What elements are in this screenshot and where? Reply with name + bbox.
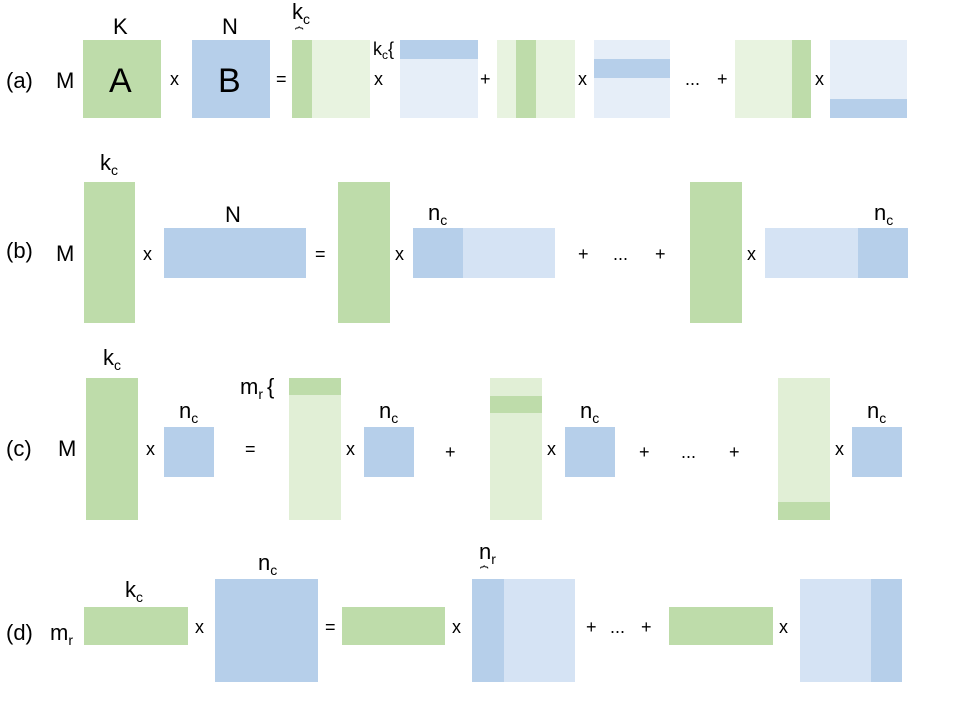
row-label-b: (b) — [6, 238, 33, 263]
times-op: x — [578, 69, 587, 89]
label-n: N — [222, 14, 238, 39]
label-mr: mr{ — [240, 374, 274, 402]
plus-op: + — [639, 442, 650, 462]
plus-op: + — [445, 442, 456, 462]
label-nc: nc — [580, 398, 599, 426]
plus-op: + — [578, 244, 589, 264]
a-micro-panel-last — [669, 607, 773, 645]
label-kc: kc{ — [373, 39, 394, 62]
equals-op: = — [276, 69, 287, 89]
a-block-last — [690, 182, 742, 323]
row-a: (a) M K A x N B = kc ⏞ x kc{ + x ... + x — [6, 0, 907, 118]
a-panel-last — [778, 378, 830, 520]
ellipsis: ... — [613, 244, 628, 264]
label-kc: kc — [125, 577, 143, 605]
a-slice-1 — [289, 378, 341, 395]
a-block-kc — [84, 182, 135, 323]
times-op: x — [547, 439, 556, 459]
times-op: x — [395, 244, 404, 264]
row-d: (d) mr kc x nc = x nr ⏞ + ... + x — [6, 539, 902, 682]
b-panel-2 — [594, 40, 670, 118]
b-slice-last — [858, 228, 908, 278]
label-nc: nc — [867, 398, 886, 426]
a-slice-last — [792, 40, 811, 118]
b-slice-1 — [400, 40, 478, 59]
b-block-1 — [364, 427, 414, 477]
b-panel — [164, 228, 306, 278]
times-op: x — [779, 617, 788, 637]
a-slice-1 — [292, 40, 312, 118]
b-block-2 — [565, 427, 615, 477]
label-nc: nc — [179, 398, 198, 426]
a-micro-panel-1 — [342, 607, 445, 645]
brace-top: ⏞ — [295, 26, 304, 43]
label-nr: nr — [479, 539, 496, 567]
label-mr: mr — [50, 620, 73, 648]
b-block-last — [852, 427, 902, 477]
plus-op: + — [641, 617, 652, 637]
a-slice-2 — [516, 40, 536, 118]
label-kc: kc — [103, 345, 121, 373]
times-op: x — [835, 439, 844, 459]
label-nc: nc — [258, 550, 277, 578]
times-op: x — [195, 617, 204, 637]
matrix-b-label: B — [218, 62, 241, 100]
matrix-a-label: A — [109, 62, 132, 100]
times-op: x — [346, 439, 355, 459]
label-n: N — [225, 202, 241, 227]
times-op: x — [146, 439, 155, 459]
row-label-a: (a) — [6, 68, 33, 93]
label-m: M — [56, 241, 74, 266]
times-op: x — [170, 69, 179, 89]
plus-op: + — [717, 69, 728, 89]
label-nc: nc — [428, 200, 447, 228]
label-m: M — [58, 436, 76, 461]
a-block-1 — [338, 182, 390, 323]
a-block-kc — [86, 378, 138, 520]
matrix-a — [83, 40, 161, 118]
ellipsis: ... — [685, 69, 700, 89]
times-op: x — [452, 617, 461, 637]
plus-op: + — [655, 244, 666, 264]
a-panel-1 — [289, 378, 341, 520]
times-op: x — [747, 244, 756, 264]
label-kc: kc — [100, 150, 118, 178]
row-b: (b) M kc x N = x nc + ... + x nc — [6, 150, 908, 323]
label-k: K — [113, 14, 128, 39]
row-c: (c) M kc x nc = mr{ x nc + x nc + ... + … — [6, 345, 902, 520]
b-block — [164, 427, 214, 477]
label-nc: nc — [379, 398, 398, 426]
ellipsis: ... — [681, 442, 696, 462]
times-op: x — [143, 244, 152, 264]
plus-op: + — [480, 69, 491, 89]
a-slice-last — [778, 502, 830, 520]
times-op: x — [815, 69, 824, 89]
b-slice-1 — [413, 228, 463, 278]
b-slice-1 — [472, 579, 504, 682]
row-label-d: (d) — [6, 620, 33, 645]
label-nc: nc — [874, 200, 893, 228]
times-op: x — [374, 69, 383, 89]
brace-top: ⏞ — [480, 565, 489, 582]
plus-op: + — [729, 442, 740, 462]
b-block — [215, 579, 318, 682]
b-slice-2 — [594, 59, 670, 78]
a-slice-2 — [490, 396, 542, 413]
label-m: M — [56, 68, 74, 93]
a-micro-panel — [84, 607, 188, 645]
equals-op: = — [315, 244, 326, 264]
row-label-c: (c) — [6, 436, 32, 461]
plus-op: + — [586, 617, 597, 637]
b-slice-last — [830, 99, 907, 118]
label-kc: kc — [292, 0, 310, 27]
ellipsis: ... — [610, 617, 625, 637]
equals-op: = — [325, 617, 336, 637]
matrix-b — [192, 40, 270, 118]
equals-op: = — [245, 439, 256, 459]
b-slice-last — [871, 579, 902, 682]
